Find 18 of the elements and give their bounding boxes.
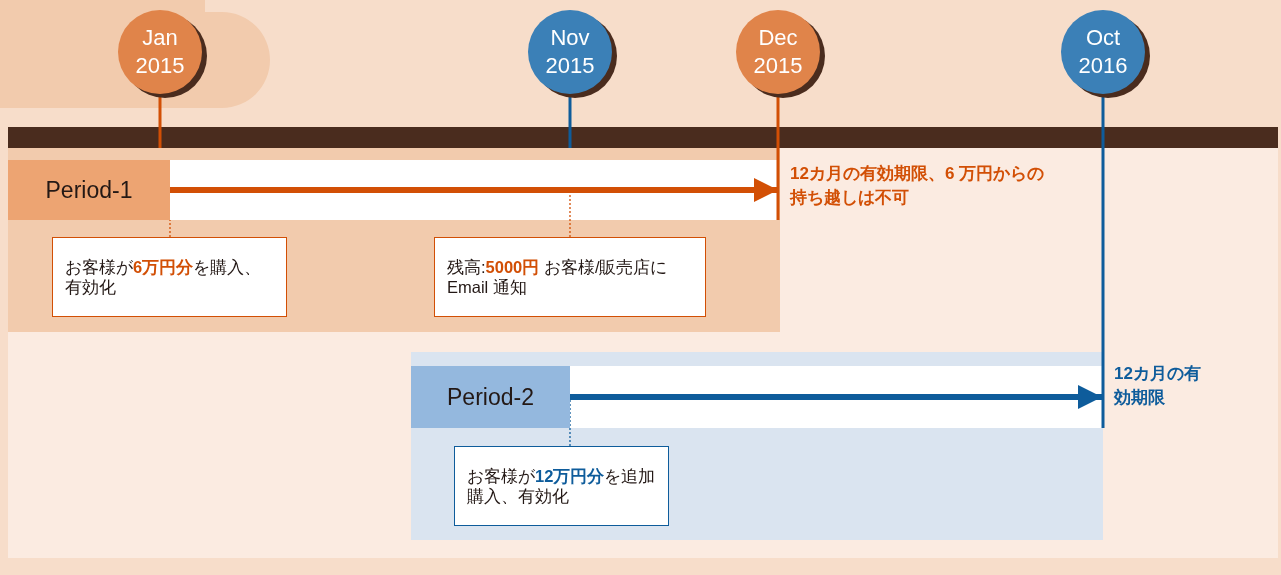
date-text: Nov 2015 (544, 24, 596, 80)
expiry-note: 12カ月の有効期限 (1114, 363, 1202, 409)
label-text: Period-1 (45, 176, 133, 204)
date-text: Oct 2016 (1077, 24, 1129, 80)
period-label-box (411, 366, 570, 428)
date-text: Dec 2015 (752, 24, 804, 80)
label-text: お客様が6万円分を購入、有効化 (65, 257, 263, 297)
label-text: お客様が12万円分を追加購入、有効化 (467, 466, 656, 506)
callout-box (454, 446, 669, 526)
label-text: Period-2 (447, 383, 534, 411)
date-text: Jan 2015 (134, 24, 186, 80)
expiry-note: 12カ月の有効期限、6 万円からの持ち越しは不可 (790, 163, 1046, 209)
arrow (570, 385, 1102, 409)
period-label-box (8, 160, 170, 220)
callout-box (52, 237, 287, 317)
callout-box (434, 237, 706, 317)
label-text: 残高:5000円 お客様/販売店にEmail 通知 (447, 257, 669, 297)
arrow (170, 178, 778, 202)
